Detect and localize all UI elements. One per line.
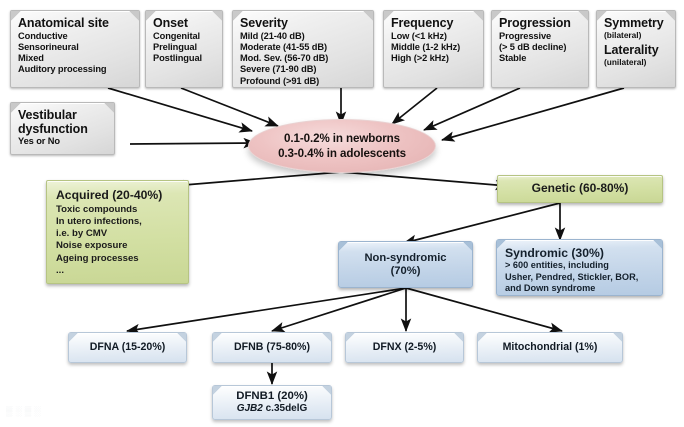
dfnb1-gene: GJB2 (236, 403, 263, 415)
anatomical-site-item-1: Sensorineural (18, 41, 79, 52)
card-anatomical-site: Anatomical site Conductive Sensorineural… (10, 10, 140, 88)
non-syndromic-line2: (70%) (390, 264, 421, 277)
frequency-item-1: Middle (1-2 kHz) (391, 41, 461, 52)
anatomical-site-item-0: Conductive (18, 30, 68, 41)
dfnb-label: DFNB (75-80%) (234, 341, 310, 354)
edge-center-to-acquired (170, 171, 342, 191)
edge-progression-to-center (423, 87, 521, 131)
dfnb1-variant: GJB2 c.35delG (237, 403, 308, 415)
frequency-item-0: Low (<1 kHz) (391, 30, 447, 41)
syndromic-item-1: Usher, Pendred, Stickler, BOR, (505, 271, 639, 282)
frequency-item-2: High (>2 kHz) (391, 53, 449, 64)
genetic-title: Genetic (60-80%) (531, 181, 629, 196)
vestibular-title-line1: Vestibular (18, 108, 77, 122)
scan-artifacts: ▒░▒░ (6, 406, 44, 416)
severity-item-3: Severe (71-90 dB) (240, 64, 317, 75)
card-severity: Severity Mild (21-40 dB) Moderate (41-55… (232, 10, 374, 88)
non-syndromic-line1: Non-syndromic (364, 251, 447, 264)
syndromic-title: Syndromic (30%) (505, 246, 604, 260)
vestibular-title-line2: dysfunction (18, 121, 88, 136)
card-frequency: Frequency Low (<1 kHz) Middle (1-2 kHz) … (383, 10, 484, 88)
anatomical-site-title: Anatomical site (18, 16, 109, 30)
progression-item-0: Progressive (499, 30, 552, 41)
severity-item-4: Profound (>91 dB) (240, 75, 320, 86)
card-dfnb: DFNB (75-80%) (212, 332, 332, 363)
edge-anatomical-to-center (107, 87, 253, 133)
laterality-subtitle: (unilateral) (604, 56, 647, 67)
prevalence-newborns: 0.1-0.2% in newborns (284, 131, 400, 145)
frequency-title: Frequency (391, 16, 454, 30)
onset-item-2: Postlingual (153, 53, 203, 64)
acquired-title: Acquired (20-40%) (56, 188, 163, 202)
edge-nonsyndromic-to-dfna (125, 287, 407, 335)
dfnb1-label: DFNB1 (20%) (236, 389, 308, 402)
vestibular-item-0: Yes or No (18, 136, 60, 146)
card-dfna: DFNA (15-20%) (68, 332, 187, 363)
anatomical-site-item-2: Mixed (18, 53, 44, 64)
edge-onset-to-center (180, 87, 279, 127)
progression-item-1: (> 5 dB decline) (499, 41, 567, 52)
card-genetic: Genetic (60-80%) (497, 175, 663, 203)
dfnb1-variant-text: c.35delG (262, 403, 308, 415)
card-mitochondrial: Mitochondrial (1%) (477, 332, 623, 363)
dfna-label: DFNA (15-20%) (89, 341, 166, 354)
acquired-item-4: Ageing processes (56, 252, 139, 264)
prevalence-ellipse: 0.1-0.2% in newborns 0.3-0.4% in adolesc… (248, 119, 436, 173)
edge-frequency-to-center (391, 87, 438, 125)
severity-item-1: Moderate (41-55 dB) (240, 41, 327, 52)
symmetry-title: Symmetry (604, 16, 664, 30)
card-dfnx: DFNX (2-5%) (345, 332, 464, 363)
edge-nonsyndromic-to-dfnb (271, 287, 407, 333)
progression-item-2: Stable (499, 53, 527, 64)
symmetry-subtitle: (bilateral) (604, 29, 642, 40)
card-vestibular-dysfunction: Vestibular dysfunction Yes or No (10, 102, 115, 155)
progression-title: Progression (499, 16, 571, 30)
severity-item-2: Mod. Sev. (56-70 dB) (240, 53, 329, 64)
card-dfnb1: DFNB1 (20%) GJB2 c.35delG (212, 385, 332, 420)
card-progression: Progression Progressive (> 5 dB decline)… (491, 10, 589, 88)
acquired-item-1: In utero infections, (56, 215, 142, 227)
syndromic-item-0: > 600 entities, including (505, 260, 609, 271)
onset-item-0: Congenital (153, 30, 201, 41)
card-acquired: Acquired (20-40%) Toxic compounds In ute… (46, 180, 189, 284)
syndromic-item-2: and Down syndrome (505, 283, 596, 294)
edge-vestibular-to-center (129, 137, 258, 149)
prevalence-adolescents: 0.3-0.4% in adolescents (278, 147, 406, 160)
severity-item-0: Mild (21-40 dB) (240, 30, 305, 41)
severity-title: Severity (240, 16, 288, 30)
card-symmetry-laterality: Symmetry (bilateral) Laterality (unilate… (596, 10, 676, 88)
anatomical-site-item-3: Auditory processing (18, 64, 107, 75)
mitochondrial-label: Mitochondrial (1%) (502, 341, 598, 354)
laterality-title: Laterality (604, 43, 659, 58)
onset-title: Onset (153, 16, 188, 30)
edge-center-to-genetic (340, 171, 510, 191)
acquired-item-0: Toxic compounds (56, 203, 138, 215)
card-syndromic: Syndromic (30%) > 600 entities, includin… (496, 239, 663, 296)
acquired-item-5: ... (56, 264, 64, 276)
edge-symmetry-to-center (441, 87, 625, 142)
card-onset: Onset Congenital Prelingual Postlingual (145, 10, 223, 88)
acquired-item-2: i.e. by CMV (56, 228, 108, 240)
onset-item-1: Prelingual (153, 41, 197, 52)
edge-genetic-to-nonsyndromic (403, 202, 561, 245)
dfnx-label: DFNX (2-5%) (372, 341, 437, 354)
acquired-item-3: Noise exposure (56, 240, 128, 252)
card-non-syndromic: Non-syndromic (70%) (338, 241, 473, 288)
